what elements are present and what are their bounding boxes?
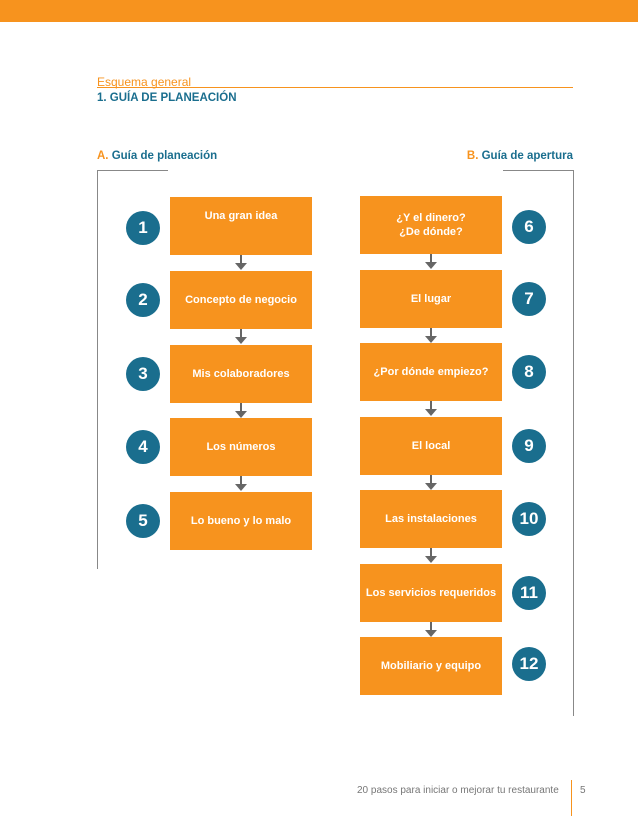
step-badge-9: 9 — [512, 429, 546, 463]
column-b-title: Guía de apertura — [481, 150, 573, 162]
step-box-y-el-dinero: ¿Y el dinero? ¿De dónde? — [360, 196, 502, 254]
page-number: 5 — [580, 785, 586, 796]
flow-arrow — [425, 401, 437, 417]
step-box-una-gran-idea: Una gran idea — [170, 197, 312, 255]
step-box-los-numeros: Los números — [170, 418, 312, 476]
step-box-las-instalaciones: Las instalaciones — [360, 490, 502, 548]
step-box-concepto-de-negocio: Concepto de negocio — [170, 271, 312, 329]
column-a-bracket — [97, 170, 168, 569]
flow-arrow — [425, 328, 437, 344]
column-a-letter: A. — [97, 150, 109, 162]
step-badge-10: 10 — [512, 502, 546, 536]
step-badge-7: 7 — [512, 282, 546, 316]
step-badge-2: 2 — [126, 283, 160, 317]
step-badge-1: 1 — [126, 211, 160, 245]
flow-arrow — [425, 622, 437, 638]
flow-arrow — [425, 475, 437, 491]
step-box-mobiliario-y-equipo: Mobiliario y equipo — [360, 637, 502, 695]
footer-text: 20 pasos para iniciar o mejorar tu resta… — [357, 785, 559, 796]
column-a-heading: A. Guía de planeación — [97, 150, 217, 162]
step-badge-11: 11 — [512, 576, 546, 610]
step-badge-5: 5 — [126, 504, 160, 538]
flow-arrow — [425, 254, 437, 270]
top-accent-bar — [0, 0, 638, 22]
flow-arrow — [235, 329, 247, 345]
step-badge-8: 8 — [512, 355, 546, 389]
section-title: 1. GUÍA DE PLANEACIÓN — [97, 92, 237, 104]
step-box-el-local: El local — [360, 417, 502, 475]
step-box-el-lugar: El lugar — [360, 270, 502, 328]
section-label: Esquema general — [97, 75, 192, 89]
flow-arrow — [425, 548, 437, 564]
step-badge-3: 3 — [126, 357, 160, 391]
column-b-bracket — [503, 170, 574, 716]
flow-arrow — [235, 255, 247, 271]
step-box-los-servicios-requeridos: Los servicios requeridos — [360, 564, 502, 622]
section-divider — [97, 87, 573, 88]
step-box-por-donde-empiezo: ¿Por dónde empiezo? — [360, 343, 502, 401]
column-a-title: Guía de planeación — [111, 150, 218, 162]
flow-arrow — [235, 403, 247, 419]
footer-divider — [571, 780, 572, 816]
step-badge-4: 4 — [126, 430, 160, 464]
flow-arrow — [235, 476, 247, 492]
step-box-lo-bueno-y-lo-malo: Lo bueno y lo malo — [170, 492, 312, 550]
column-b-letter: B. — [466, 150, 479, 162]
step-badge-6: 6 — [512, 210, 546, 244]
column-b-heading: B. Guía de apertura — [467, 150, 573, 162]
step-badge-12: 12 — [512, 647, 546, 681]
step-box-mis-colaboradores: Mis colaboradores — [170, 345, 312, 403]
